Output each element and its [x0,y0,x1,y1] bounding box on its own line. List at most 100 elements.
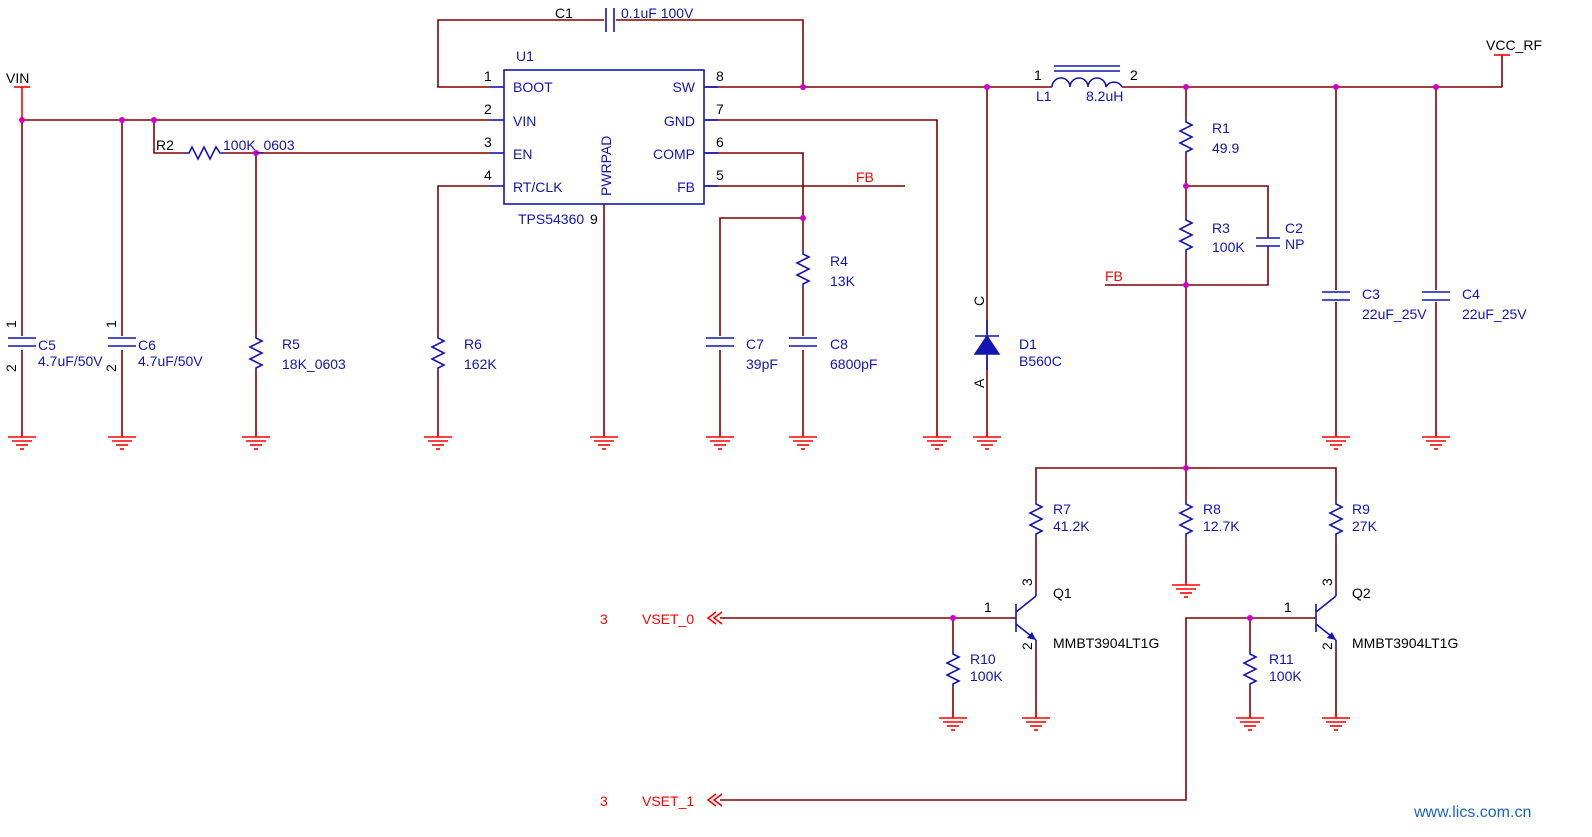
svg-text:27K: 27K [1352,518,1378,534]
svg-text:1: 1 [984,599,992,615]
svg-text:1: 1 [1034,67,1042,83]
inductor-l1: 1 2 L1 8.2uH [1034,65,1138,104]
svg-text:R9: R9 [1352,501,1370,517]
svg-text:3: 3 [1319,578,1335,586]
svg-text:C6: C6 [138,337,156,353]
svg-text:R8: R8 [1203,501,1221,517]
svg-text:39pF: 39pF [746,356,778,372]
ic-part: TPS54360 [518,211,584,227]
svg-text:R5: R5 [282,336,300,352]
transistor-q1: 1 3 2 Q1 MMBT3904LT1G [984,578,1159,651]
pin-name-gnd: GND [664,113,695,129]
svg-text:C: C [971,296,987,306]
pin-num-2: 2 [484,101,492,117]
svg-text:2: 2 [1319,642,1335,650]
transistor-q2: 1 3 2 Q2 MMBT3904LT1G [1284,578,1458,651]
svg-text:4.7uF/50V: 4.7uF/50V [38,353,103,369]
svg-text:B560C: B560C [1019,353,1062,369]
svg-text:2: 2 [1130,67,1138,83]
svg-text:VSET_0: VSET_0 [642,611,694,627]
capacitor-c4: C4 22uF_25V [1421,286,1527,322]
pin-num-4: 4 [484,167,492,183]
svg-text:FB: FB [856,169,874,185]
svg-text:C7: C7 [746,336,764,352]
net-fb-ic: FB [856,169,874,185]
capacitor-c5: 1 2 C5 4.7uF/50V [3,320,103,372]
pin-num-1: 1 [484,68,492,84]
svg-text:MMBT3904LT1G: MMBT3904LT1G [1053,635,1159,651]
svg-text:FB: FB [1105,268,1123,284]
port-vset1: 3 VSET_1 [600,793,723,809]
ic-u1: U1 TPS54360 BOOT VIN EN RT/CLK SW GND CO… [484,48,724,227]
resistor-r11: R11 100K [1243,649,1302,689]
svg-text:2: 2 [1019,642,1035,650]
pin-name-en: EN [513,146,532,162]
ic-ref: U1 [516,48,534,64]
resistor-r7: R7 41.2K [1029,499,1090,539]
svg-text:1: 1 [3,320,19,328]
svg-text:VSET_1: VSET_1 [642,793,694,809]
svg-text:41.2K: 41.2K [1053,518,1090,534]
svg-text:3: 3 [600,611,608,627]
svg-text:R3: R3 [1212,220,1230,236]
resistor-r3: R3 100K [1179,215,1245,255]
svg-text:R7: R7 [1053,501,1071,517]
svg-text:22uF_25V: 22uF_25V [1362,306,1427,322]
svg-text:13K: 13K [830,273,856,289]
resistor-r1: R1 49.9 [1179,117,1239,157]
svg-text:C8: C8 [830,336,848,352]
svg-text:R1: R1 [1212,120,1230,136]
svg-text:R10: R10 [970,651,996,667]
svg-text:100K: 100K [970,668,1003,684]
pin-name-pwrpad: PWRPAD [598,136,614,196]
svg-text:R2: R2 [156,137,174,153]
svg-text:C3: C3 [1362,286,1380,302]
svg-text:C1: C1 [555,5,573,21]
pin-num-3: 3 [484,134,492,150]
net-vin: VIN [6,70,30,120]
net-fb-divider: FB [1105,268,1123,284]
capacitor-c3: C3 22uF_25V [1321,286,1427,322]
svg-text:0.1uF 100V: 0.1uF 100V [621,5,694,21]
svg-text:18K_0603: 18K_0603 [282,356,346,372]
svg-text:D1: D1 [1019,336,1037,352]
svg-text:MMBT3904LT1G: MMBT3904LT1G [1352,635,1458,651]
svg-text:VCC_RF: VCC_RF [1486,37,1542,53]
capacitor-c2: C2 NP [1256,220,1304,252]
svg-text:R4: R4 [830,253,848,269]
capacitor-c7: C7 39pF [705,336,778,372]
resistor-r2: R2 100K_0603 [156,137,295,161]
svg-text:162K: 162K [464,356,497,372]
watermark: www.lics.com.cn [1413,804,1531,821]
svg-text:6800pF: 6800pF [830,356,877,372]
svg-text:49.9: 49.9 [1212,140,1239,156]
svg-text:R6: R6 [464,336,482,352]
svg-text:Q2: Q2 [1352,585,1371,601]
resistor-r9: R9 27K [1329,499,1378,539]
svg-text:3: 3 [600,793,608,809]
svg-text:100K: 100K [1269,668,1302,684]
pin-num-8: 8 [716,68,724,84]
net-vcc-rf: VCC_RF [1486,37,1542,56]
wires [21,19,1503,801]
diode-d1: C A D1 B560C [971,296,1062,388]
svg-text:8.2uH: 8.2uH [1086,88,1123,104]
svg-text:12.7K: 12.7K [1203,518,1240,534]
svg-text:100K_0603: 100K_0603 [223,137,295,153]
svg-text:VIN: VIN [6,70,29,86]
pin-num-9: 9 [590,211,598,227]
resistor-r10: R10 100K [946,649,1003,689]
svg-text:L1: L1 [1036,88,1052,104]
svg-text:1: 1 [103,320,119,328]
resistor-r5: R5 18K_0603 [249,333,346,373]
port-vset0: 3 VSET_0 [600,611,723,627]
svg-text:Q1: Q1 [1053,585,1072,601]
svg-text:100K: 100K [1212,239,1245,255]
pin-name-comp: COMP [653,146,695,162]
pin-num-6: 6 [716,134,724,150]
svg-text:A: A [971,378,987,388]
pin-name-fb: FB [677,179,695,195]
resistor-r8: R8 12.7K [1179,499,1240,539]
junctions [19,84,1439,621]
